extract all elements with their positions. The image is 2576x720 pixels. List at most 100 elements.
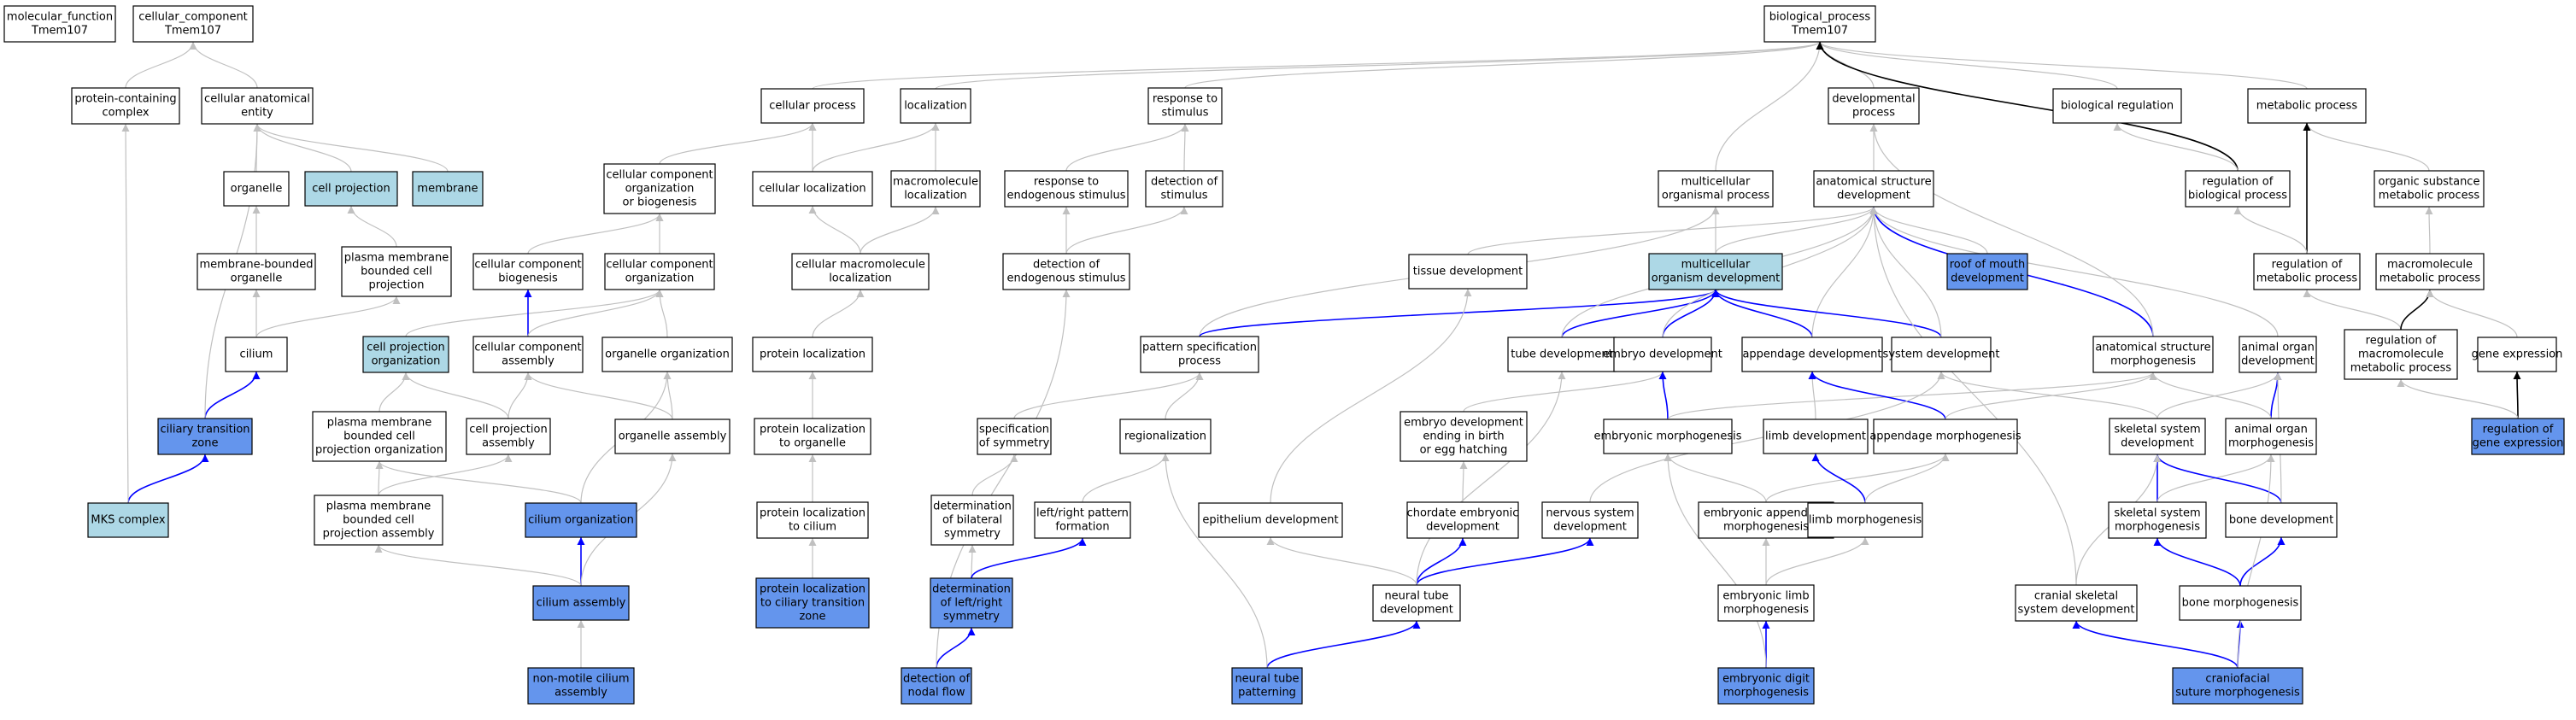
node-bonemorph[interactable]: bone morphogenesis [2179, 585, 2302, 621]
node-appmorph[interactable]: appendage morphogenesis [1869, 419, 2021, 454]
node-cilium[interactable]: cilium [225, 337, 288, 372]
node-box [472, 253, 584, 290]
node-tubedev[interactable]: tube development [1507, 337, 1617, 372]
node-box [223, 171, 290, 207]
node-label: projection organization [315, 444, 443, 457]
node-label: assembly [555, 687, 607, 700]
node-mks[interactable]: MKS complex [87, 502, 169, 538]
node-cellproc[interactable]: cellular process [760, 88, 865, 124]
node-label: morphogenesis [1723, 687, 1809, 700]
node-ciliumasm[interactable]: cilium assembly [532, 585, 630, 621]
node-label: organelle [231, 183, 283, 196]
node-cilorg[interactable]: cilium organization [525, 502, 637, 538]
node-organelle[interactable]: organelle [223, 171, 290, 207]
node-membrane[interactable]: membrane [412, 171, 484, 207]
node-box [312, 411, 447, 462]
node-limbmorph[interactable]: limb morphogenesis [1807, 502, 1923, 538]
node-cellloc[interactable]: cellular localization [752, 171, 873, 207]
node-metproc[interactable]: metabolic process [2247, 88, 2367, 124]
node-embdev[interactable]: embryo development [1603, 337, 1722, 372]
node-appdev[interactable]: appendage development [1741, 337, 1883, 372]
node-protloc[interactable]: protein localization [752, 337, 873, 372]
node-regionalization[interactable]: regionalization [1119, 419, 1212, 454]
node-label: tube development [1511, 348, 1612, 361]
node-bioreg[interactable]: biological regulation [2052, 88, 2182, 124]
edge-is_a-eam-to-embmorph [1664, 453, 1767, 503]
node-sysdev[interactable]: system development [1883, 337, 2000, 372]
node-bonedev[interactable]: bone development [2225, 502, 2338, 538]
node-embmorph[interactable]: embryonic morphogenesis [1593, 419, 1742, 454]
edge-is_a-cmloc-to-cellloc [808, 205, 861, 255]
node-label: regulation of [2483, 424, 2554, 436]
node-limbdev[interactable]: limb development [1763, 419, 1869, 454]
node-box [3, 5, 116, 43]
node-geneexp[interactable]: gene expression [2472, 337, 2563, 372]
node-orgasm[interactable]: organelle assembly [614, 419, 731, 454]
node-epidev[interactable]: epithelium development [1198, 502, 1343, 538]
node-tissdev[interactable]: tissue development [1408, 254, 1528, 290]
node-cellproj[interactable]: cell projection [304, 171, 398, 207]
node-label: assembly [502, 355, 555, 368]
node-label: neural tube [1384, 590, 1448, 603]
node-orgorg[interactable]: organelle organization [601, 337, 733, 372]
node-loc[interactable]: localization [900, 88, 971, 124]
